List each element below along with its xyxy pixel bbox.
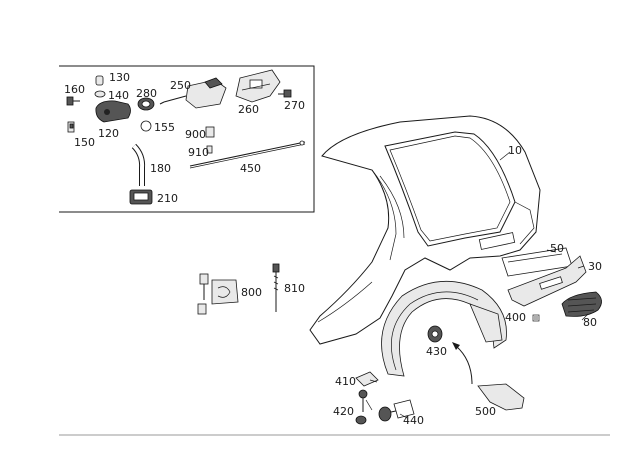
label-210: 210	[157, 192, 178, 205]
label-130: 130	[109, 71, 130, 84]
part-80-lamp	[561, 291, 602, 317]
label-900: 900	[185, 128, 206, 141]
label-260: 260	[238, 103, 259, 116]
inset-frame	[59, 65, 315, 213]
part-155-ring	[140, 120, 152, 132]
label-120: 120	[98, 127, 119, 140]
part-130-cap	[95, 75, 104, 86]
part-30-lamp-housing	[507, 255, 587, 307]
label-420: 420	[333, 405, 354, 418]
part-210-drain-housing	[129, 189, 153, 205]
label-50: 50	[550, 242, 564, 255]
label-155: 155	[154, 121, 175, 134]
label-280: 280	[136, 87, 157, 100]
part-500-bracket	[477, 383, 525, 411]
label-500: 500	[475, 405, 496, 418]
part-430-nut	[427, 325, 443, 343]
part-140-washer	[94, 90, 106, 98]
part-420-screw	[355, 389, 368, 425]
label-30: 30	[588, 260, 602, 273]
label-400: 400	[505, 311, 526, 324]
part-400-marker	[532, 314, 540, 322]
part-10-side-panel	[309, 115, 541, 345]
label-250: 250	[170, 79, 191, 92]
part-450-cable	[189, 140, 306, 169]
leader-lines	[365, 151, 589, 419]
label-180: 180	[150, 162, 171, 175]
label-450: 450	[240, 162, 261, 175]
part-810-long-bolt	[272, 263, 280, 312]
part-120-flap-housing	[95, 100, 131, 123]
part-280-grommet	[137, 97, 155, 111]
part-160-screw	[66, 96, 80, 106]
part-800-bolt-set	[197, 273, 239, 315]
part-400-wheel-arch-liner	[381, 280, 507, 377]
part-270-screw	[278, 89, 292, 98]
part-410-clip	[355, 371, 379, 387]
part-440-screw	[378, 399, 415, 422]
part-260-bracket	[235, 69, 281, 103]
part-900-910-pins	[205, 126, 215, 154]
label-910: 910	[188, 146, 209, 159]
label-430: 430	[426, 345, 447, 358]
label-150: 150	[74, 136, 95, 149]
label-440: 440	[403, 414, 424, 427]
label-410: 410	[335, 375, 356, 388]
label-80: 80	[583, 316, 597, 329]
assembly-arrow	[452, 342, 473, 385]
part-250-actuator	[159, 77, 227, 109]
label-140: 140	[108, 89, 129, 102]
label-270: 270	[284, 99, 305, 112]
label-160: 160	[64, 83, 85, 96]
part-180-hose	[131, 143, 146, 186]
label-810: 810	[284, 282, 305, 295]
label-800: 800	[241, 286, 262, 299]
part-150-clip	[67, 121, 75, 133]
label-10: 10	[508, 144, 522, 157]
